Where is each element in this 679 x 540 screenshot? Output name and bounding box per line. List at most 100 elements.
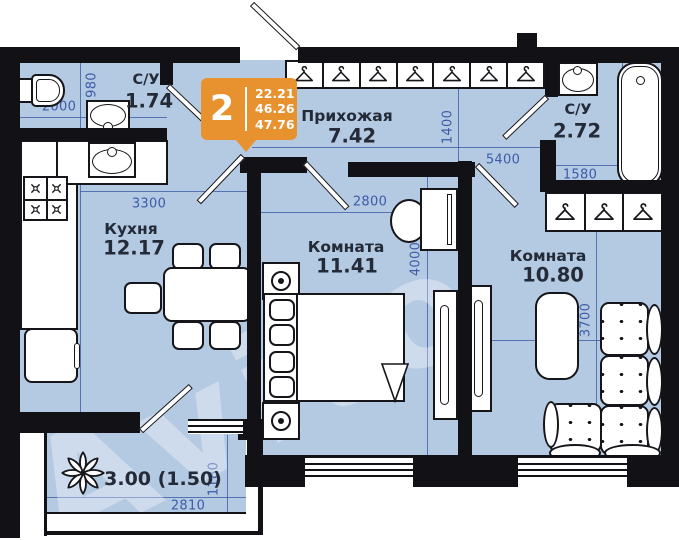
kitchen-label: Кухня (104, 220, 158, 238)
desk (420, 188, 458, 251)
dim-bath2-width: 1580 (562, 167, 598, 183)
dining-chair (172, 243, 204, 270)
blanket-fold (380, 363, 410, 404)
window (305, 455, 413, 487)
hanger-icon (622, 192, 664, 232)
lamp-icon-dot (278, 418, 284, 424)
wall-rooms-divider (458, 161, 472, 457)
wardrobe-panel-handle (440, 305, 449, 405)
balcony-edge-right (258, 440, 263, 535)
bedroom-area: 11.41 (316, 254, 378, 278)
fridge (24, 328, 78, 383)
wall-bath1-bottom (18, 128, 167, 141)
wall-bottom-right-corner (627, 455, 679, 487)
lamp-icon-dot (278, 278, 284, 284)
wall-bath2-left-top (545, 47, 558, 97)
dim-living-depth: 3700 (578, 302, 594, 338)
stove-burner-icon (45, 198, 68, 221)
wall-bottom-pier (413, 455, 518, 487)
rooms-count: 2 (209, 88, 235, 129)
wall-bath2-left-bottom (540, 140, 556, 192)
balcony-window (188, 419, 243, 434)
wall-hall-bottom-right (348, 162, 475, 177)
apartment-summary-badge: 2 22.21 46.26 47.76 (201, 78, 297, 152)
bathtub-drain-icon (636, 76, 645, 85)
sofa-cushion (600, 355, 649, 406)
wall-right (661, 47, 679, 487)
hanger-icon (469, 60, 509, 89)
dim-line (80, 191, 253, 192)
flower-icon (60, 450, 106, 496)
sofa-armrest (543, 401, 559, 448)
area-no-balcony: 46.26 (255, 101, 295, 117)
stove-burner-icon (23, 198, 48, 221)
wall-bath2-bottom (545, 180, 665, 193)
bath1-area: 1.74 (124, 89, 174, 113)
dim-bath1-depth: 980 (84, 72, 100, 98)
dim-line (596, 193, 597, 455)
hanger-icon (583, 192, 625, 232)
dining-chair (209, 243, 241, 270)
bed-pillow (269, 324, 295, 346)
hallway-wardrobe (285, 60, 546, 89)
bed-pillow (269, 376, 295, 398)
living-area: 10.80 (522, 263, 584, 287)
hallway-label: Прихожая (301, 107, 393, 125)
window (518, 455, 627, 487)
dim-balcony-width: 2810 (170, 498, 206, 514)
dim-line (427, 177, 428, 455)
bath2-area: 2.72 (552, 119, 602, 143)
wall-balcony-pier (238, 419, 263, 440)
hanger-icon (545, 192, 586, 232)
bath1-label: С/У (132, 72, 160, 88)
dim-line (252, 147, 545, 148)
dining-chair (209, 321, 241, 350)
balcony-edge-bottom (44, 531, 263, 535)
wall-balcony-kitchen (20, 412, 140, 433)
wall-bottom-pier (245, 455, 305, 487)
dining-table (163, 267, 252, 322)
dining-chair (172, 321, 204, 350)
dining-chair (124, 282, 162, 314)
dim-line (80, 62, 81, 412)
dim-hall-depth: 1400 (440, 109, 456, 145)
dim-bedroom-width: 2800 (352, 194, 388, 210)
hanger-icon (432, 60, 472, 89)
bed-pillow (269, 351, 295, 373)
hallway-area: 7.42 (327, 124, 377, 148)
bed-pillow (269, 299, 295, 321)
fridge-handle (74, 343, 80, 369)
stove-burner-icon (45, 176, 68, 201)
badge-divider (245, 87, 247, 131)
desk-edge (447, 194, 452, 245)
dim-kitchen-width: 3300 (131, 196, 167, 212)
wall-kitchen-divider (247, 157, 261, 457)
living-label: Комната (509, 247, 587, 265)
wall-left (0, 47, 20, 538)
dim-line (227, 435, 228, 513)
pouf (535, 292, 579, 380)
entrance-door (249, 1, 301, 51)
sofa-cushion (600, 302, 649, 356)
wall-top-notch (517, 33, 537, 49)
living-wardrobe (545, 192, 664, 232)
dim-line (46, 497, 246, 498)
hanger-icon (358, 60, 398, 89)
kitchen-area: 12.17 (103, 236, 165, 260)
wardrobe-panel-handle (474, 300, 483, 397)
stove-burner-icon (23, 176, 48, 201)
bath2-label: С/У (564, 102, 592, 118)
dim-line (458, 63, 459, 162)
bedroom-label: Комната (307, 238, 385, 256)
wall-top-left (0, 47, 240, 63)
hanger-icon (506, 60, 546, 89)
balcony-label: 3.00 (1.50) (104, 468, 222, 490)
area-total: 47.76 (255, 116, 295, 132)
hanger-icon (321, 60, 361, 89)
area-living: 22.21 (255, 85, 295, 101)
balcony-edge-left (44, 433, 47, 536)
dim-hall-width: 5400 (485, 152, 521, 168)
hanger-icon (395, 60, 435, 89)
stove (23, 176, 68, 221)
